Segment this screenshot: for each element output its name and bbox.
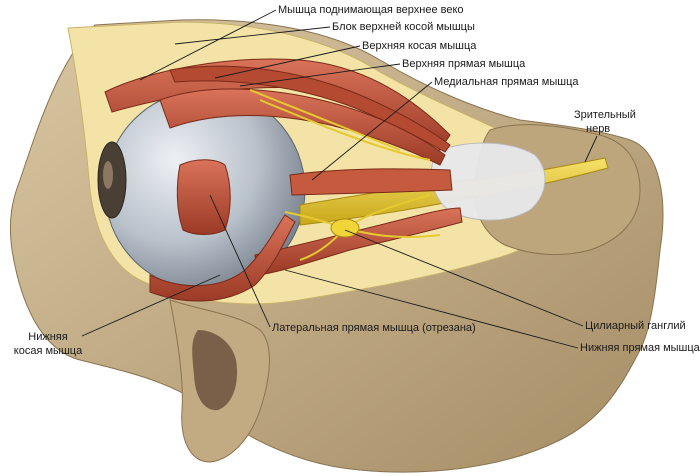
superior-rectus-muscle [159,88,446,166]
label-optic-nerve-line1: Зрительный [574,109,636,121]
leader-lines [81,9,598,349]
label-inferior-oblique-line1: Нижняя [28,331,67,343]
label-superior-oblique: Верхняя косая мышца [362,40,477,52]
tendinous-ring [430,142,546,221]
label-inferior-rectus: Нижняя прямая мышца [580,342,700,354]
inferior-oblique-muscle [149,214,296,302]
label-medial-rectus: Медиальная прямая мышца [434,76,579,88]
label-superior-rectus: Верхняя прямая мышца [402,58,526,70]
label-trochlea: Блок верхней косой мышцы [332,21,475,33]
label-ciliary-ganglion: Цилиарный ганглий [585,320,686,332]
maxillary-sinus [192,330,238,411]
iris-highlight [103,161,113,189]
lateral-rectus-stump [176,159,231,235]
label-inferior-oblique-line2: косая мышца [14,345,83,357]
nerve-branches [249,89,441,261]
label-optic-nerve-line2: нерв [586,123,610,135]
medial-rectus-muscle [289,168,453,196]
label-levator: Мышца поднимающая верхнее веко [278,4,464,16]
superior-oblique-muscle [169,65,451,153]
label-lateral-rectus: Латеральная прямая мышца (отрезана) [272,322,476,334]
